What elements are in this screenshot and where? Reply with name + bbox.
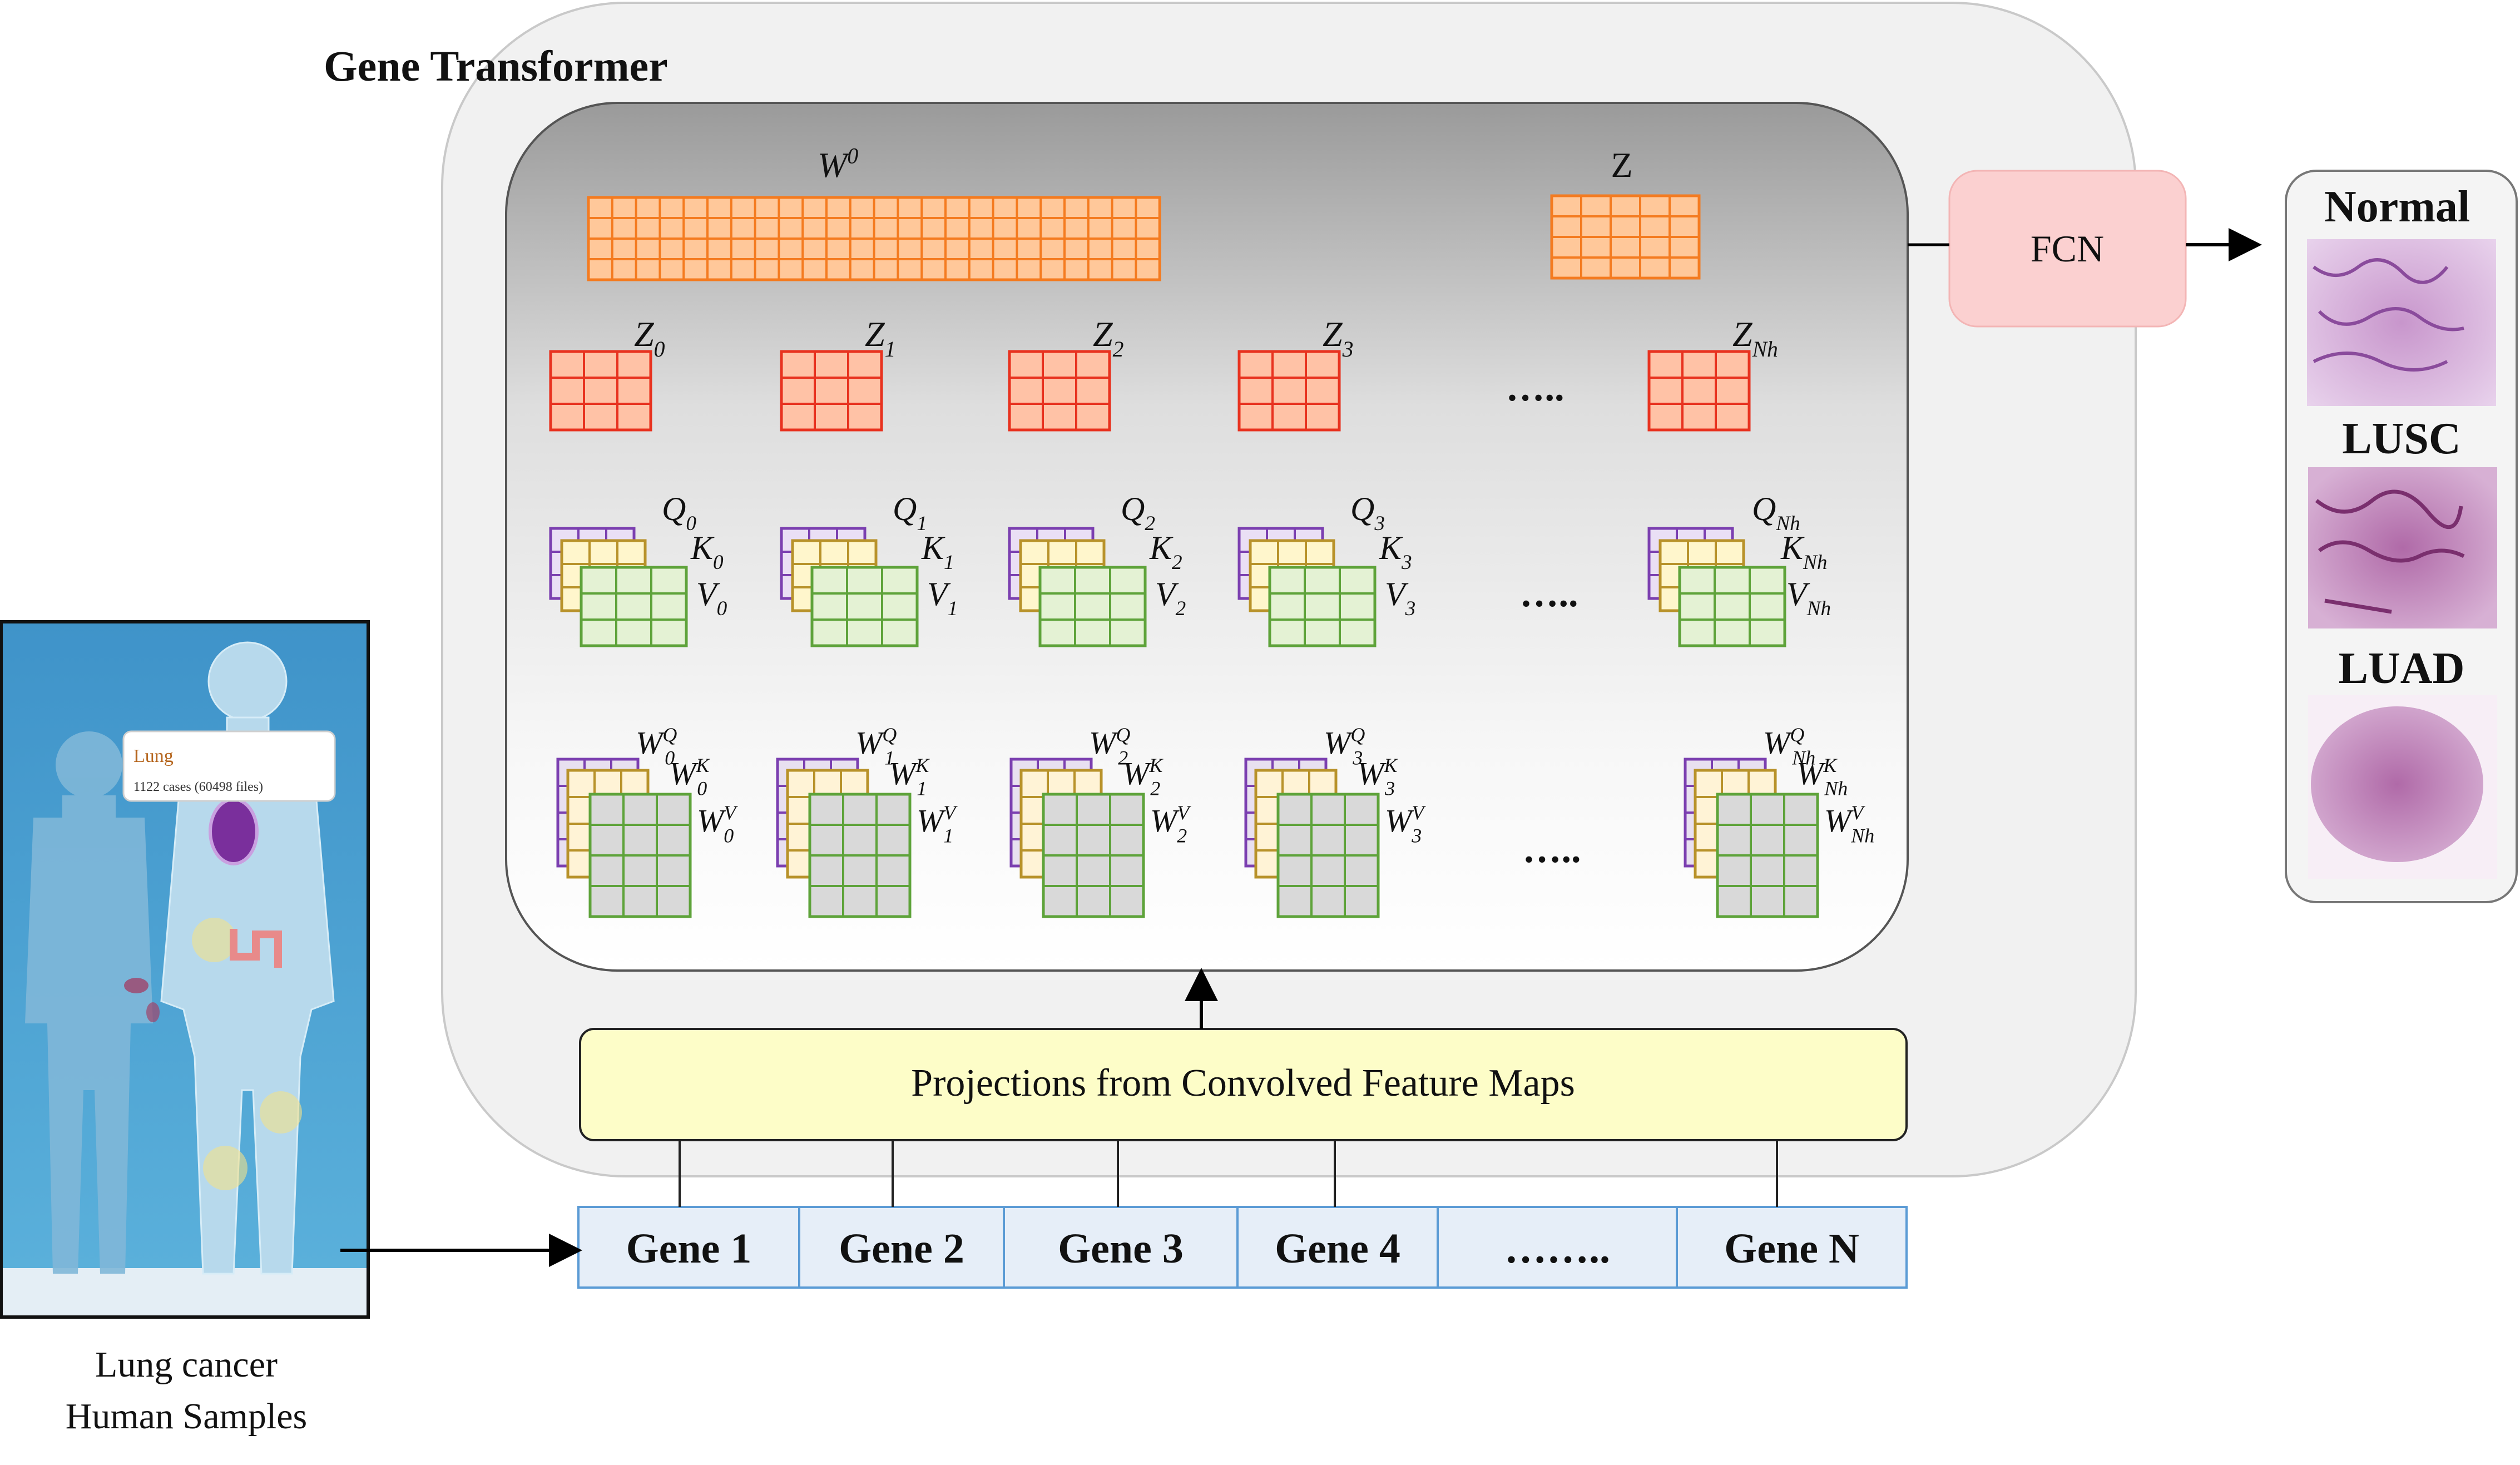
z-head-matrix — [1647, 350, 1751, 432]
fcn-label: FCN — [2031, 227, 2104, 270]
v-label: VNh — [1786, 576, 1831, 620]
body-silhouette-front — [160, 641, 335, 1275]
tissue-texture — [2313, 258, 2464, 372]
tissue-texture — [2311, 706, 2483, 862]
q-label: Q2 — [1121, 491, 1155, 535]
wv-matrix — [808, 793, 912, 918]
body-sample-panel: Lung 1122 cases (60498 files) — [0, 620, 370, 1319]
v-matrix — [810, 566, 919, 647]
tooltip-detail: 1122 cases (60498 files) — [133, 780, 263, 794]
gene-cell: Gene 1 — [626, 1225, 752, 1272]
class-label-lusc: LUSC — [2342, 414, 2460, 463]
q-label: QNh — [1752, 491, 1800, 535]
z-head-matrix — [780, 350, 883, 432]
sample-caption-line2: Human Samples — [66, 1396, 307, 1437]
lung-highlight — [209, 798, 259, 865]
wv-matrix — [1276, 793, 1380, 918]
z-head-matrix — [549, 350, 652, 432]
k-label: K1 — [921, 529, 954, 574]
tissue-texture — [2315, 489, 2465, 614]
wv-matrix — [588, 793, 692, 918]
class-label-normal: Normal — [2324, 182, 2470, 231]
projection-box — [579, 1028, 1908, 1141]
w0-matrix — [587, 196, 1161, 281]
z-head-label: Z2 — [1093, 314, 1123, 362]
ellipsis: ….. — [1520, 572, 1578, 615]
v-matrix — [580, 566, 688, 647]
q-label: Q0 — [662, 491, 696, 535]
q-label: Q3 — [1350, 491, 1385, 535]
k-label: K2 — [1149, 529, 1182, 574]
v-matrix — [1268, 566, 1377, 647]
organ-marker — [203, 1146, 247, 1190]
q-label: Q1 — [893, 491, 927, 535]
z-head-label: Z3 — [1323, 314, 1353, 362]
gene-cell: Gene 3 — [1058, 1225, 1184, 1272]
organ-marker — [146, 1002, 160, 1022]
wv-matrix — [1042, 793, 1145, 918]
gene-cell: Gene 4 — [1275, 1225, 1400, 1272]
wv-matrix — [1716, 793, 1819, 918]
body-tooltip — [122, 730, 336, 802]
v-label: V0 — [696, 576, 727, 620]
class-label-luad: LUAD — [2339, 644, 2465, 693]
ellipsis: ….. — [1506, 367, 1565, 409]
fcn-box — [1948, 170, 2187, 328]
z-matrix — [1550, 194, 1701, 280]
z-head-matrix — [1237, 350, 1341, 432]
ellipsis: ….. — [1523, 828, 1581, 871]
body-silhouette-back — [25, 731, 153, 1274]
gene-cell: Gene N — [1724, 1225, 1859, 1272]
sample-caption-line1: Lung cancer — [95, 1344, 278, 1385]
projection-label: Projections from Convolved Feature Maps — [911, 1062, 1575, 1105]
intestine-marker — [230, 929, 282, 968]
k-label: K3 — [1379, 529, 1412, 574]
v-label: V1 — [927, 576, 958, 620]
organ-marker — [124, 978, 148, 993]
z-head-label: Z0 — [634, 314, 665, 362]
diagram-title: Gene Transformer — [324, 42, 668, 90]
organ-marker — [192, 918, 236, 962]
w0-label: W0 — [818, 144, 858, 185]
organ-marker — [260, 1091, 302, 1134]
v-matrix — [1678, 566, 1786, 647]
v-matrix — [1038, 566, 1147, 647]
gene-cell: Gene 2 — [839, 1225, 964, 1272]
k-label: KNh — [1780, 529, 1827, 574]
output-classes-panel: Normal LUSC LUAD — [2285, 170, 2518, 903]
tooltip-title: Lung — [133, 746, 174, 766]
z-head-matrix — [1008, 350, 1111, 432]
z-label: Z — [1611, 145, 1632, 185]
gene-cell: …….. — [1504, 1225, 1610, 1272]
z-head-label: ZNh — [1732, 314, 1778, 362]
v-label: V2 — [1155, 576, 1186, 620]
v-label: V3 — [1385, 576, 1415, 620]
z-head-label: Z1 — [865, 314, 895, 362]
body-figure-floor — [3, 1268, 367, 1315]
k-label: K0 — [690, 529, 724, 574]
